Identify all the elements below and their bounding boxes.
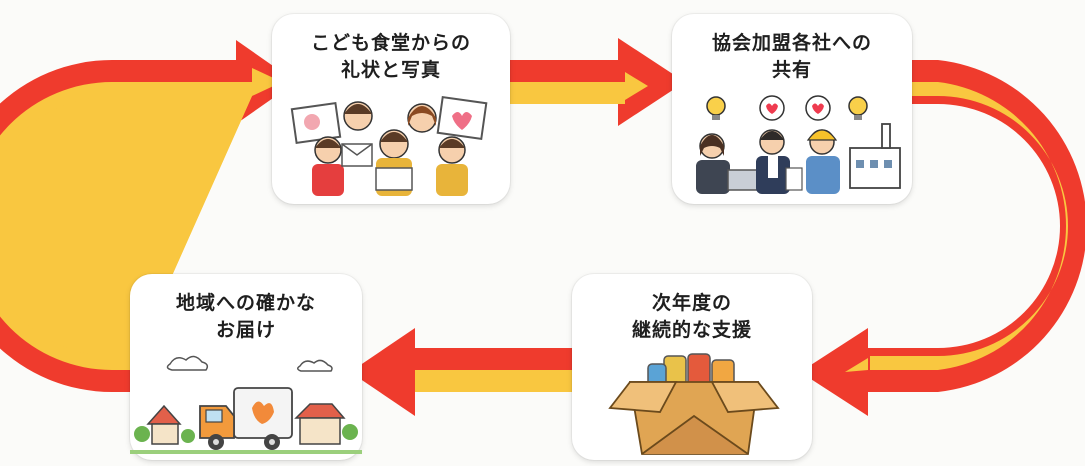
lightbulb-icon <box>848 96 868 120</box>
delivery-truck-illustration <box>130 355 362 454</box>
step-title-support: 次年度の 継続的な支援 <box>631 292 752 341</box>
step-title-thanks: こども食堂からの 礼状と写真 <box>310 32 471 81</box>
food-box-canned-goods-illustration <box>608 353 780 455</box>
top-arrow <box>510 38 685 126</box>
heart-bubble-icon <box>805 95 831 121</box>
office-workers-factory-illustration <box>696 95 901 194</box>
heart-bubble-icon <box>759 95 785 121</box>
step-card-share: 協会加盟各社への 共有 <box>672 14 912 204</box>
right-loop-arrow <box>800 60 1085 416</box>
step-title-share: 協会加盟各社への 共有 <box>711 32 872 81</box>
factory-icon <box>849 123 901 189</box>
step-card-delivery: 地域への確かな お届け <box>130 274 362 460</box>
bottom-arrow <box>350 328 578 416</box>
step-card-thanks: こども食堂からの 礼状と写真 <box>272 14 510 204</box>
children-with-letters-illustration <box>290 95 488 196</box>
step-card-support: 次年度の 継続的な支援 <box>572 274 812 460</box>
lightbulb-icon <box>706 96 726 120</box>
left-loop-arrow <box>0 40 296 392</box>
step-title-delivery: 地域への確かな お届け <box>175 292 316 341</box>
